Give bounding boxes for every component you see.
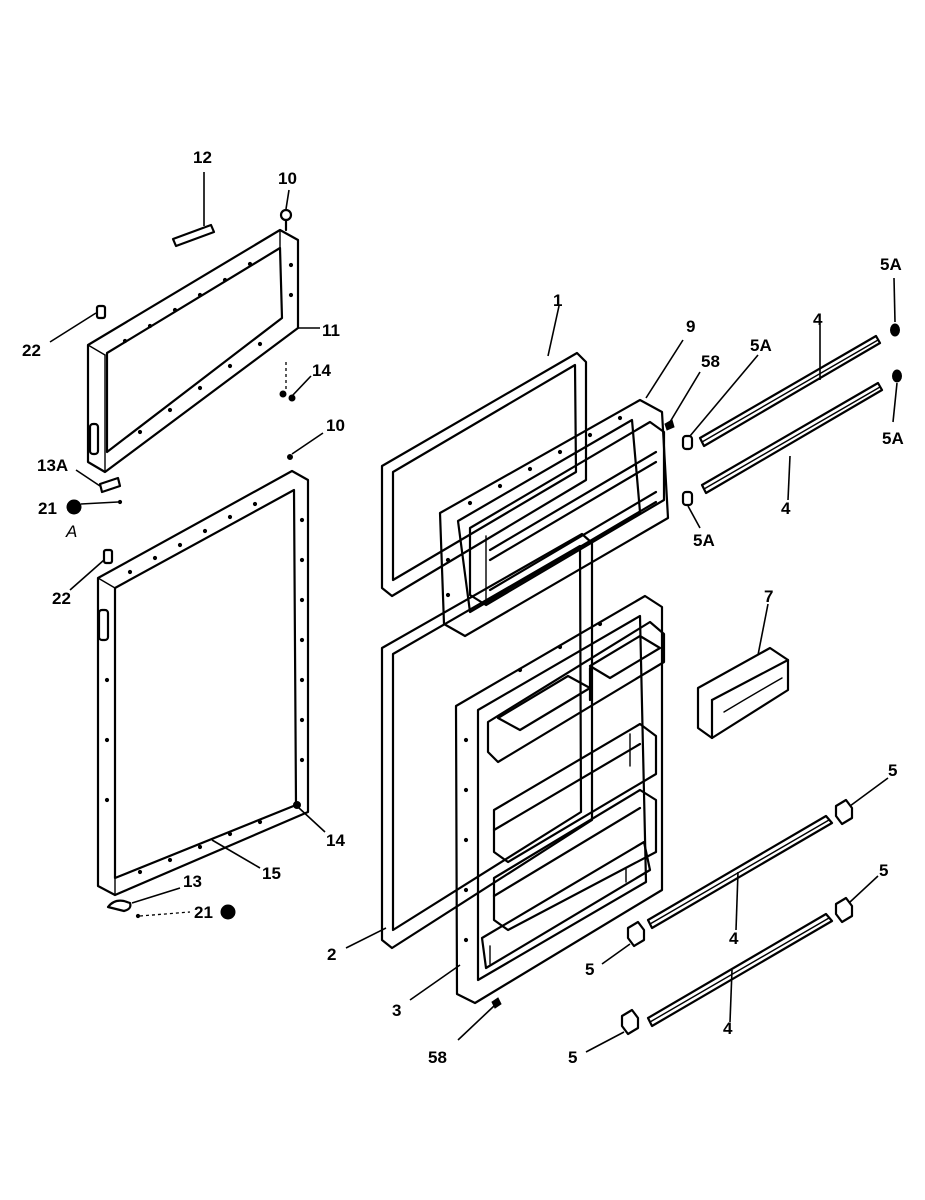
part-5-cap-a — [834, 777, 889, 826]
part-58-screw-upper — [664, 371, 701, 431]
callout-5A-d: 5A — [882, 429, 904, 448]
part-7-dairy-bin — [696, 603, 790, 740]
callout-13A: 13A — [37, 456, 68, 475]
part-14-screw-lower — [293, 801, 326, 833]
part-4-shelf-bar-b — [700, 381, 884, 501]
callout-detail-A: A — [65, 522, 77, 541]
callout-4-b: 4 — [781, 499, 791, 518]
part-5-cap-b — [834, 875, 879, 924]
callout-14-lower: 14 — [326, 831, 345, 850]
callout-12: 12 — [193, 148, 212, 167]
callout-22-lower: 22 — [52, 589, 71, 608]
part-13A-hinge — [75, 469, 122, 494]
callout-5A-c: 5A — [880, 255, 902, 274]
callout-22-top: 22 — [22, 341, 41, 360]
part-11-freezer-door-frame — [86, 228, 320, 474]
part-5A-cap-c — [890, 277, 900, 337]
part-5-cap-d — [585, 1008, 640, 1053]
callout-4-d: 4 — [723, 1019, 733, 1038]
part-13-bottom-hinge — [106, 887, 181, 913]
callout-11: 11 — [322, 321, 340, 340]
callout-58-lower: 58 — [428, 1048, 447, 1067]
part-14-screws-top — [279, 362, 312, 402]
part-5A-cap-d — [892, 369, 902, 423]
callout-21-top: 21 — [38, 499, 57, 518]
callout-4-c: 4 — [729, 929, 739, 948]
part-58-screw-lower — [457, 997, 502, 1041]
callout-3: 3 — [392, 1001, 401, 1020]
callout-5-a: 5 — [888, 761, 897, 780]
callout-2: 2 — [327, 945, 336, 964]
callout-4-a: 4 — [813, 310, 823, 329]
part-10-hinge-pin-top — [279, 189, 293, 232]
part-5A-cap-b — [681, 490, 701, 529]
callout-10-lower: 10 — [326, 416, 345, 435]
part-21-plug-bottom — [135, 904, 236, 920]
part-5A-cap-a — [681, 354, 759, 451]
callout-1: 1 — [553, 291, 562, 310]
part-3-fresh-food-door-liner — [409, 594, 666, 1005]
callout-5-b: 5 — [879, 861, 888, 880]
callout-10-top: 10 — [278, 169, 297, 188]
callout-5A-a: 5A — [750, 336, 772, 355]
part-4-shelf-bar-c — [646, 814, 834, 931]
part-4-shelf-bar-d — [646, 912, 834, 1028]
callout-5A-b: 5A — [693, 531, 715, 550]
callout-21-lower: 21 — [194, 903, 213, 922]
callout-13: 13 — [183, 872, 202, 891]
part-10-hinge-pin-lower — [287, 432, 324, 460]
callout-5-c: 5 — [585, 960, 594, 979]
part-4-shelf-bar-a — [698, 325, 882, 448]
part-5-cap-c — [601, 920, 646, 965]
part-22-screw-top — [49, 304, 107, 343]
part-1-freezer-gasket — [380, 305, 588, 598]
callout-5-d: 5 — [568, 1048, 577, 1067]
part-21-plug-top — [66, 499, 123, 515]
callout-58-upper: 58 — [701, 352, 720, 371]
part-9-freezer-door-liner — [438, 339, 684, 638]
part-22-screw-lower — [69, 548, 114, 591]
callout-9: 9 — [686, 317, 695, 336]
callout-7: 7 — [764, 587, 773, 606]
part-15-fresh-food-door-frame — [96, 469, 310, 897]
part-12-nameplate — [171, 172, 216, 248]
callout-15: 15 — [262, 864, 281, 883]
callout-14-top: 14 — [312, 361, 331, 380]
